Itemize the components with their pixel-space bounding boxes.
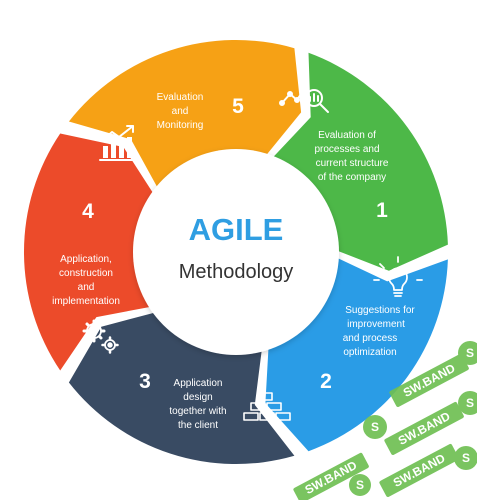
center-circle (133, 149, 339, 355)
svg-text:S: S (462, 451, 470, 465)
step-4-label-line-2: construction (59, 268, 113, 279)
step-4-label-line-4: implementation (52, 296, 120, 307)
watermark-logo-icon (349, 474, 371, 496)
step-3-label-line-3: together with (169, 406, 226, 417)
step-2-label-line-4: optimization (343, 347, 396, 358)
watermark-logo-icon (363, 415, 387, 439)
step-1-label-line-2: processes and (314, 144, 379, 155)
svg-text:S: S (466, 396, 474, 410)
gears-icon (82, 319, 119, 354)
step-5-number: 5 (232, 95, 244, 118)
segment-step-1 (268, 52, 448, 271)
center-title: AGILE (189, 212, 284, 247)
step-1-label-line-1: Evaluation of (318, 130, 376, 141)
step-4-label-line-3: and (78, 282, 95, 293)
segment-step-2 (265, 255, 448, 452)
step-4-number: 4 (82, 200, 94, 223)
step-1-label-line-4: of the company (318, 172, 386, 183)
step-5-label-line-1: Evaluation (157, 92, 204, 103)
step-2-label-line-3: and process (343, 333, 397, 344)
center-subtitle: Methodology (179, 261, 294, 283)
step-4-label-line-1: Application, (60, 254, 112, 265)
svg-text:S: S (371, 420, 379, 434)
step-1-number: 1 (376, 199, 388, 222)
lightbulb-icon (373, 256, 423, 297)
svg-text:S: S (356, 478, 364, 492)
svg-text:S: S (466, 346, 474, 360)
watermark-text-3: SW.BAND (391, 451, 448, 490)
step-3-number: 3 (139, 370, 151, 393)
bricks-icon (243, 392, 291, 421)
watermark-logo-icon (458, 391, 477, 415)
step-2-label-line-1: Suggestions for (345, 305, 415, 316)
step-2-label-line-2: improvement (347, 319, 405, 330)
step-3-label-line-1: Application (174, 378, 223, 389)
step-3-label-line-2: design (183, 392, 212, 403)
analytics-search-icon (279, 87, 329, 113)
bar-chart-growth-icon (99, 125, 137, 161)
step-1-label-line-3: current structure (316, 158, 389, 169)
watermark-text-2: SW.BAND (396, 409, 453, 448)
step-5-label-line-3: Monitoring (157, 120, 204, 131)
step-5-label-line-2: and (172, 106, 189, 117)
watermark-logo-icon (454, 446, 477, 470)
segment-step-4 (23, 133, 157, 371)
step-2-number: 2 (320, 370, 332, 393)
step-3-label-line-4: the client (178, 420, 218, 431)
